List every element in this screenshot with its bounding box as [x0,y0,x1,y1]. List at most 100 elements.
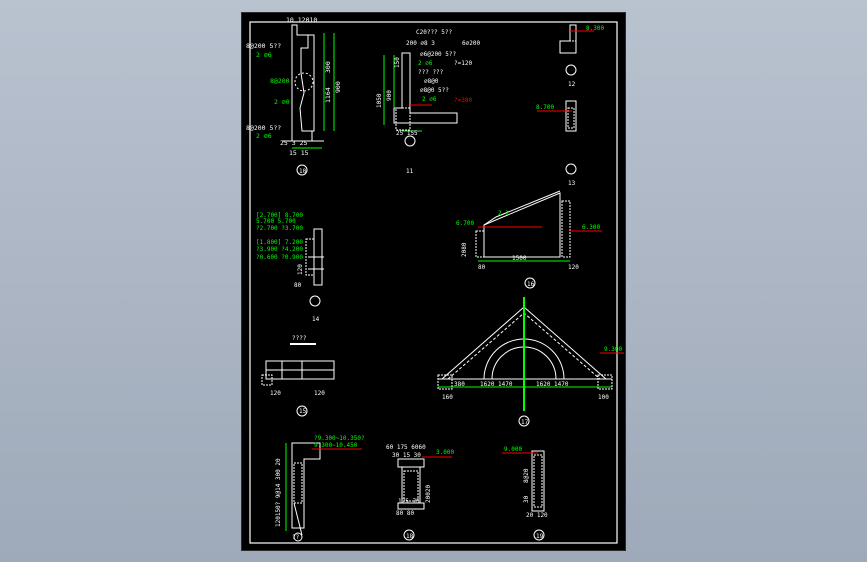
d17-mid-r: 1620 [536,381,551,388]
detail-16 [475,190,602,289]
detail-18-hatch [403,470,419,502]
d10-top: 10 12010 [286,16,317,24]
detail-10-curve [294,72,314,92]
detail-16-wall-l [475,230,485,258]
d10-rebar2: 2 ⌀6 [256,51,272,59]
d19-dim-v: 8@20 [523,468,530,483]
detail-10-label: 10 [299,168,307,175]
detail-14-section [313,228,323,286]
detail-16-texts: 6.700 6.300 1500 80 120 2080 2.1 [456,210,600,271]
detail-11 [383,52,458,147]
drawing-sheet: 10 12010 8@200 5?? 2 ⌀6 8@200 2 ⌀0 8@200… [242,13,625,550]
d10-dim-a: 1164 [324,87,332,103]
d11-g: ⌀8@0 [424,78,439,85]
detail-20 [285,442,362,542]
detail-17 [437,297,624,427]
detail-13-section [565,100,577,132]
d16-dim-v: 2080 [461,242,468,257]
d14-dim1: 120 [297,264,304,275]
detail-17-label: 17 [521,419,529,426]
detail-19-label: 19 [536,533,544,540]
detail-14-texts: [2.700] 8.700 5.700 5.700 ?2.700 ?3.700 … [256,212,304,289]
detail-14-marker [309,295,321,307]
d10-bottom: 25 3 25 [280,139,307,147]
detail-17-texts: 1620 1470 1620 1470 160 100 9.300 380 [442,346,622,401]
d11-d: 2 ⌀6 [418,60,433,67]
detail-12-marker [565,64,577,76]
d16-dim-r: 120 [568,264,579,271]
detail-18-texts: 60 175 6060 30 15 30 3.000 20020 175 75 … [386,444,454,517]
d14-l4: [1.800] 7.200 [256,239,303,246]
detail-19-section [531,450,545,512]
d10-rebar5: 8@200 5?? [246,124,281,132]
d14-l2: 5.700 5.700 [256,218,296,225]
d18-level: 3.000 [436,449,454,456]
detail-15-label: 15 [299,408,307,415]
d12-level: 8.300 [586,25,604,32]
detail-17-base-r [597,374,613,390]
d14-l6: ?0.600 ?0.900 [256,254,303,261]
d17-right: 1470 [554,381,569,388]
d14-l5: ?3.900 ?4.200 [256,246,303,253]
d17-side-l: 380 [454,381,465,388]
sheet-border [249,21,618,544]
detail-17-marker [518,415,530,427]
d14-l3: ?2.700 ?3.700 [256,225,303,232]
d14-l1: [2.700] 8.700 [256,212,303,219]
d11-b: 6⌀200 [462,40,480,47]
d10-dim-side: 900 [334,81,342,93]
d17-level: 9.300 [604,346,622,353]
d13-level: 8.700 [536,104,554,111]
d16-top: 2.1 [498,210,509,217]
d11-h: ⌀8@0 5?? [420,87,449,94]
d10-dim-b: 300 [324,61,332,73]
d10-rebar4: 2 ⌀0 [274,98,290,106]
d17-mid-l: 1470 [498,381,513,388]
d18-c: 175 75 [398,498,420,505]
d20-l2: 9.300~10.450 [314,442,358,449]
detail-10-marker [296,164,308,176]
detail-14-label: 14 [312,316,320,323]
detail-11-label: 11 [406,168,414,175]
d11-j: ?=380 [454,97,472,104]
d11-dim-v3: 150 [394,57,401,68]
d17-left: 1620 [480,381,495,388]
d20-l1: ?9.300~10.350? [314,435,365,442]
detail-13-marker [565,163,577,175]
detail-20-line [293,502,303,536]
d11-bottom: 25 155 [396,130,418,137]
d10-bottom2: 15 15 [289,149,309,157]
detail-drawings-canvas: 10 12010 8@200 5?? 2 ⌀6 8@200 2 ⌀0 8@200… [242,13,625,550]
detail-10 [282,24,335,176]
detail-16-top [483,190,561,226]
detail-12 [559,24,594,76]
detail-16-label: 16 [527,281,535,288]
d20-bottom: ?? [292,534,300,541]
d16-lvl-left: 6.700 [456,220,474,227]
d15-title: ???? [292,335,307,342]
detail-17-base-l [437,374,453,390]
d11-f: ??? ??? [418,69,444,76]
detail-18-base [397,502,425,510]
detail-13-label: 13 [568,180,576,187]
detail-11-texts: C20??? 5?? 200 ⌀8 3 6⌀200 ⌀6@200 5?? 2 ⌀… [376,29,480,137]
d11-e: ?=120 [454,60,472,67]
d17-dim-r: 100 [598,394,609,401]
d14-dim2: 80 [294,282,302,289]
detail-20-hatch [293,462,303,504]
detail-20-marker [293,532,303,542]
d18-a: 60 175 6060 [386,444,426,451]
d16-span: 1500 [512,255,527,262]
d11-i: 2 ⌀6 [422,96,437,103]
d11-dim-v1: 1050 [376,93,383,108]
d15-dim1: 120 [270,390,281,397]
d11-top: C20??? 5?? [416,29,453,36]
d16-dim-l: 80 [478,264,486,271]
detail-18-label: 18 [406,533,414,540]
detail-11-marker [404,135,416,147]
detail-15 [261,343,335,417]
detail-10-texts: 10 12010 8@200 5?? 2 ⌀6 8@200 2 ⌀0 8@200… [246,16,342,157]
detail-11-hatch [395,107,411,131]
d11-dim-v2: 900 [386,90,393,101]
